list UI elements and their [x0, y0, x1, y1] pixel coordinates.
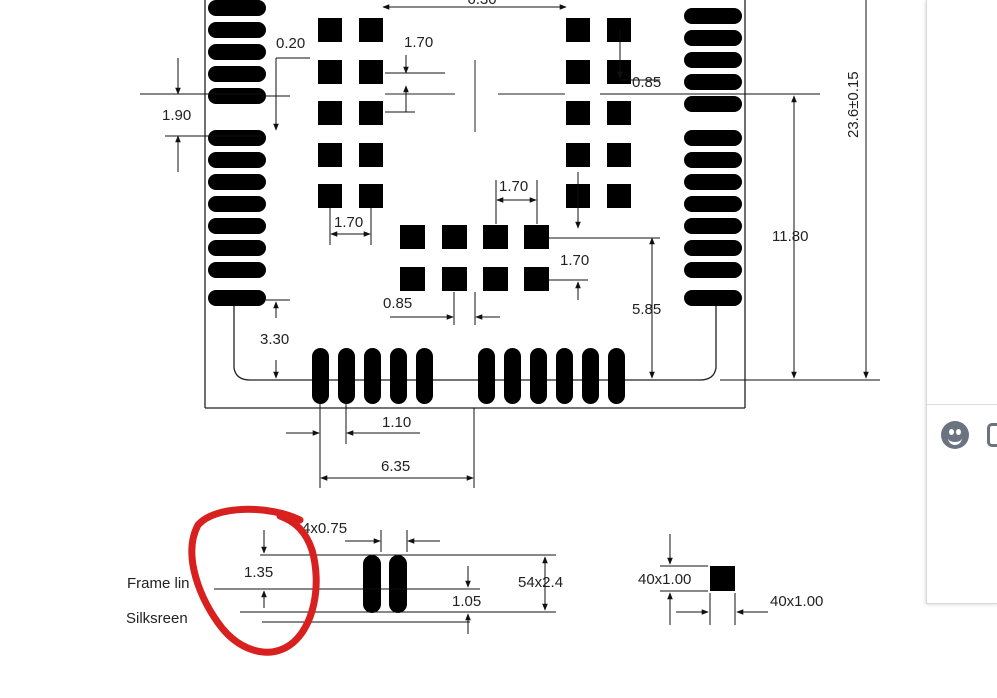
dim-1-10: 1.10 [382, 414, 411, 431]
frame-line-label: Frame lin [127, 575, 190, 592]
dim-pad-width: 4x0.75 [302, 520, 347, 537]
center-crosshair [385, 60, 565, 132]
inner-pad-grid-left [318, 18, 383, 208]
dim-3-30: 3.30 [260, 331, 289, 348]
module-outline [204, 0, 746, 409]
chat-side-panel [926, 0, 997, 604]
dim-square-width: 40x1.00 [770, 593, 823, 610]
dim-1-70-left: 1.70 [334, 214, 363, 231]
smiley-icon[interactable] [941, 421, 969, 449]
left-pad-column [208, 0, 266, 306]
dimension-lines [140, 0, 880, 488]
dim-0-85-center: 0.85 [383, 295, 412, 312]
square-pad-detail: 40x1.00 40x1.00 [638, 534, 823, 625]
dim-1-90: 1.90 [162, 107, 191, 124]
inner-pad-grid-right [566, 18, 631, 208]
dim-1-70-mid: 1.70 [560, 252, 589, 269]
dim-5-85: 5.85 [632, 301, 661, 318]
panel-divider [927, 404, 997, 405]
dim-pad-size: 54x2.4 [518, 574, 563, 591]
dimension-labels: 6.30 0.20 1.70 0.85 23.6±0.15 1.90 11.80… [162, 0, 862, 475]
dim-0-20: 0.20 [276, 35, 305, 52]
pad-detail: 4x0.75 1.35 Frame lin 1.05 54x2.4 Silksr… [126, 520, 563, 634]
dim-frame-gap: 1.35 [244, 564, 273, 581]
bottom-pad-row [312, 348, 625, 404]
silkscreen-label: Silksreen [126, 610, 188, 627]
dim-1-70-top: 1.70 [404, 34, 433, 51]
dim-11-80: 11.80 [772, 228, 808, 245]
dim-0-85-right: 0.85 [632, 74, 661, 91]
dim-1-70-center: 1.70 [499, 178, 528, 195]
dim-pad-offset: 1.05 [452, 593, 481, 610]
red-circle-annotation [188, 505, 320, 656]
dim-square-height: 40x1.00 [638, 571, 691, 588]
right-pad-column [684, 8, 742, 306]
inner-pad-grid-center [400, 225, 549, 291]
dim-top-partial: 6.30 [467, 0, 496, 8]
dim-23-6-overall: 23.6±0.15 [845, 71, 862, 138]
camera-icon[interactable] [987, 423, 997, 447]
dim-6-35: 6.35 [381, 458, 410, 475]
